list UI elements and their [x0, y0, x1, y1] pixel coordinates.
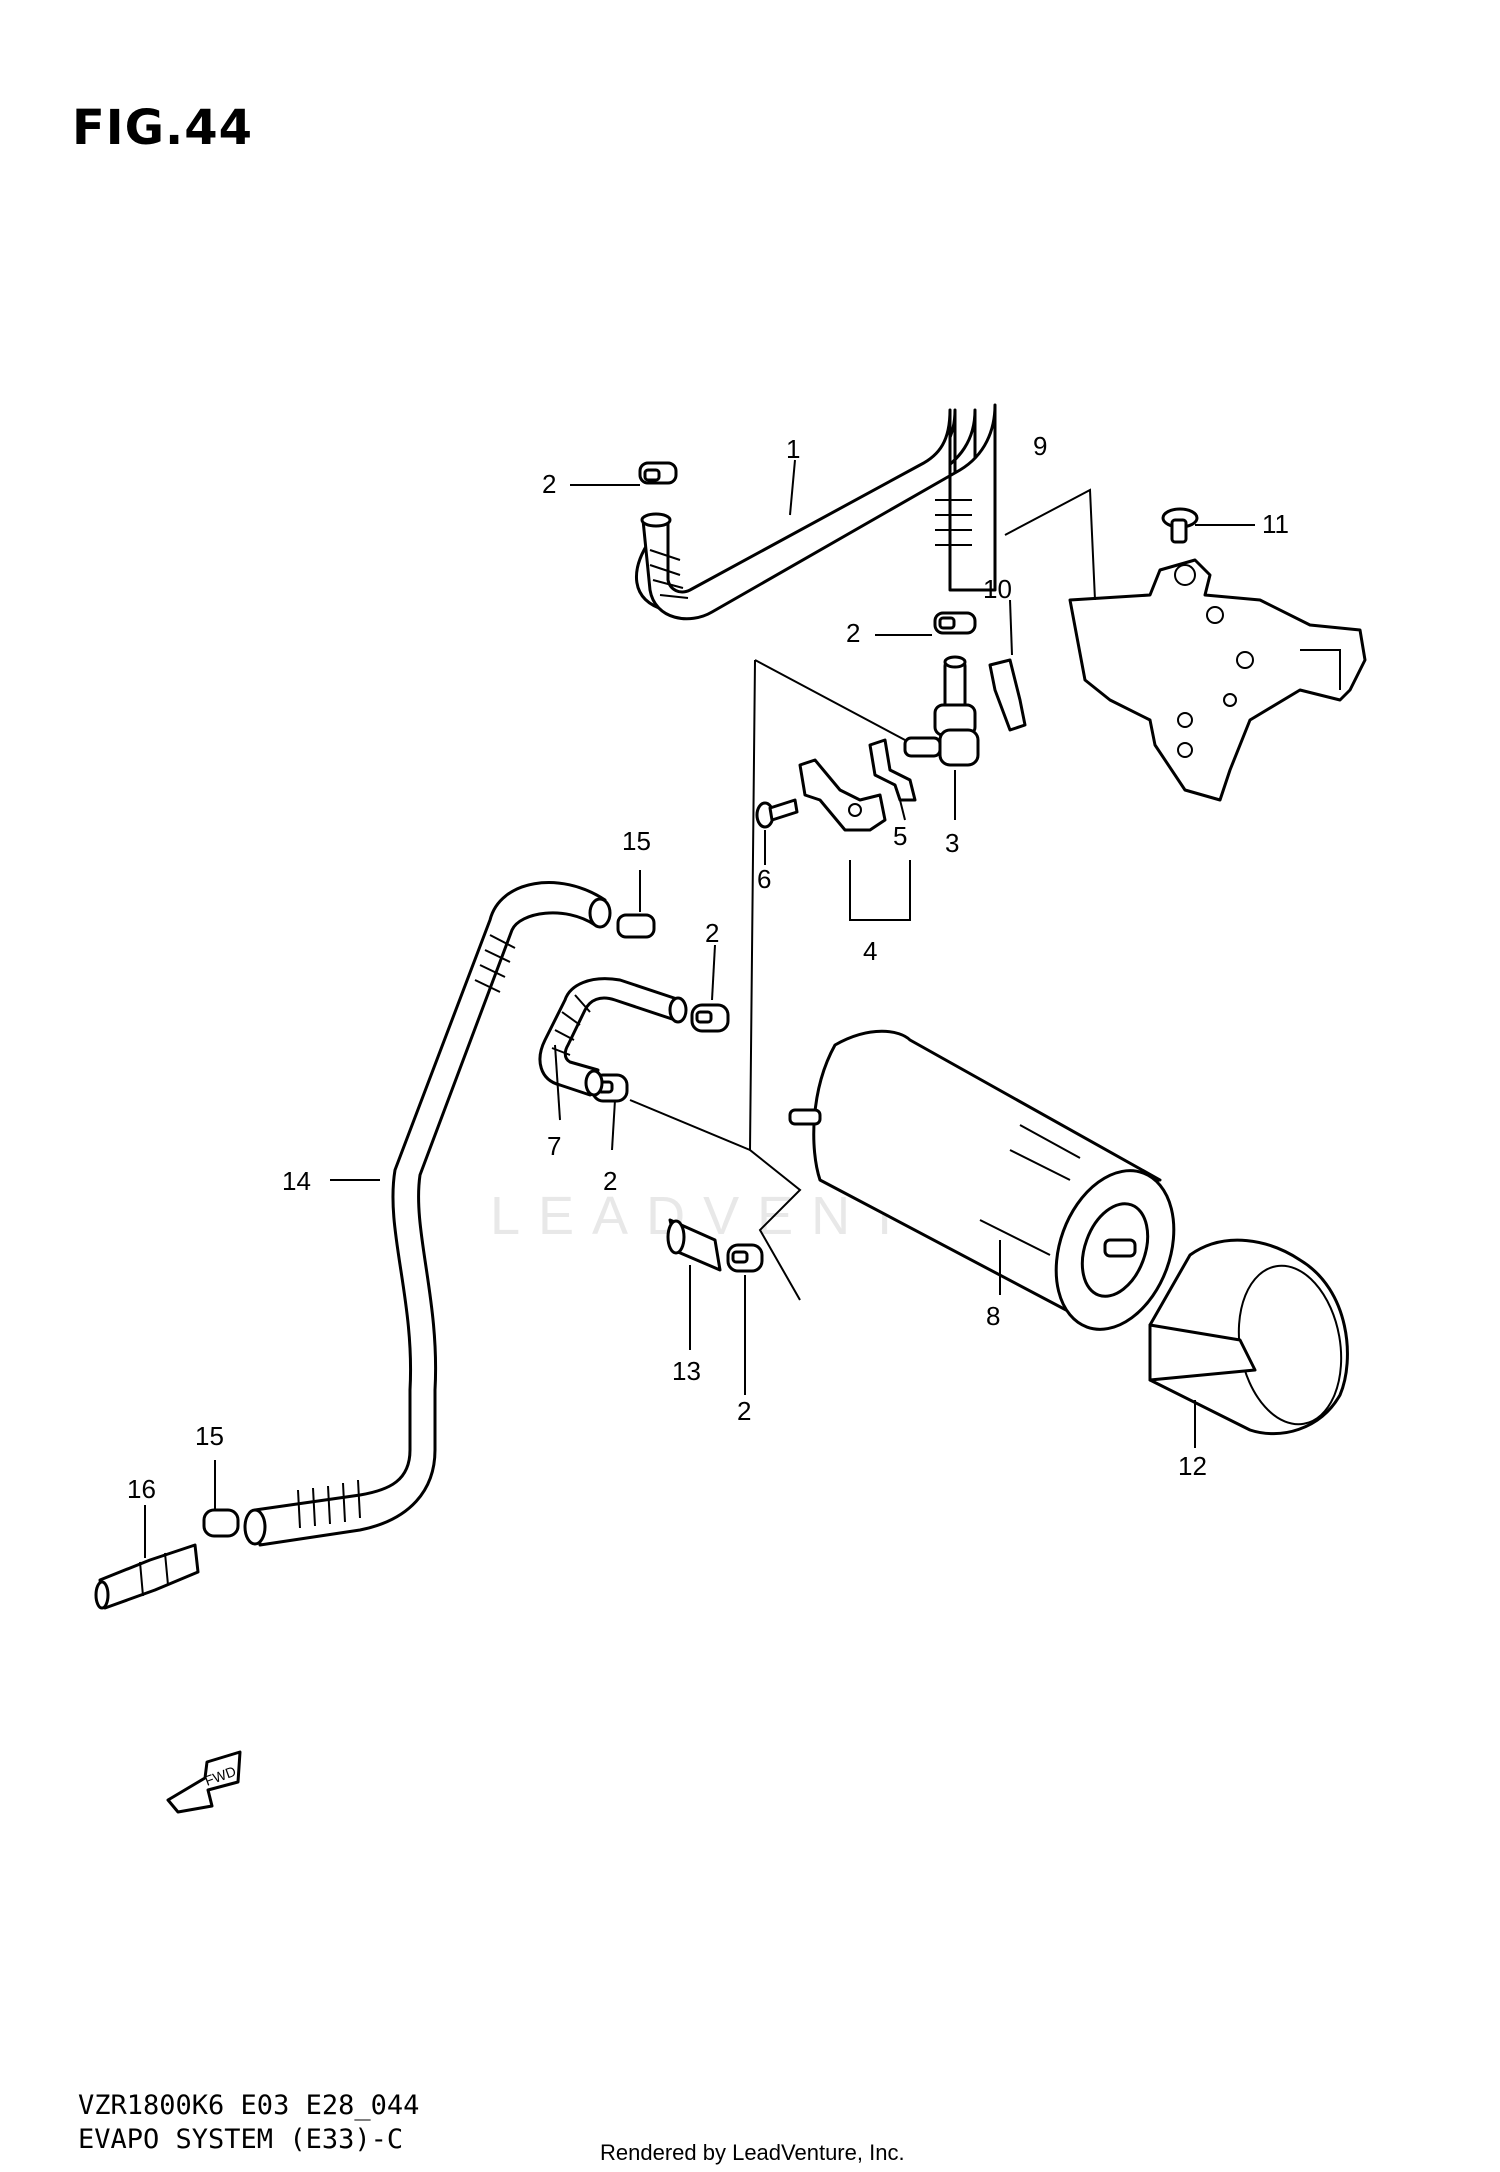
part-16-fitting[interactable]	[94, 1543, 200, 1610]
callout-16: 16	[127, 1474, 156, 1504]
callout-2-top: 2	[542, 469, 556, 499]
part-4-bracket-clip[interactable]	[798, 758, 887, 832]
part-8-canister[interactable]	[788, 1029, 1195, 1346]
part-13-short-tube[interactable]	[666, 1218, 722, 1272]
rendered-by-credit: Rendered by LeadVenture, Inc.	[600, 2140, 905, 2165]
callout-5: 5	[893, 821, 907, 851]
part-2-clamp-top[interactable]	[638, 461, 678, 485]
callout-8: 8	[986, 1301, 1000, 1331]
part-7-elbow-hose[interactable]	[538, 977, 688, 1097]
callout-6: 6	[757, 864, 771, 894]
callout-7: 7	[547, 1131, 561, 1161]
part-2-clamp-bottom[interactable]	[726, 1243, 764, 1273]
callout-13: 13	[672, 1356, 701, 1386]
footer-section-name: EVAPO SYSTEM (E33)-C	[78, 2124, 404, 2155]
callout-9: 9	[1033, 431, 1047, 461]
callout-12: 12	[1178, 1451, 1207, 1481]
callout-10: 10	[983, 574, 1012, 604]
callout-3: 3	[945, 828, 959, 858]
callout-15-lower: 15	[195, 1421, 224, 1451]
part-14-long-hose[interactable]	[243, 881, 612, 1547]
callout-14: 14	[282, 1166, 311, 1196]
callout-4: 4	[863, 936, 877, 966]
part-11-bolt[interactable]	[1161, 507, 1199, 544]
callout-2-mid: 2	[846, 618, 860, 648]
part-9-mounting-bracket[interactable]	[1068, 558, 1367, 802]
callout-15-upper: 15	[622, 826, 651, 856]
leader-lines	[144, 459, 1255, 1558]
break-line	[748, 659, 802, 1301]
part-10-clip[interactable]	[988, 658, 1027, 732]
part-3-valve[interactable]	[903, 655, 980, 767]
part-15-clamp-upper[interactable]	[616, 913, 656, 939]
footer-model-code: VZR1800K6 E03 E28_044	[78, 2090, 420, 2121]
figure-title: FIG.44	[72, 100, 254, 156]
part-15-clamp-lower[interactable]	[202, 1508, 240, 1538]
part-5-clip[interactable]	[868, 738, 917, 802]
callout-2-bottom: 2	[737, 1396, 751, 1426]
part-12-canister-cover[interactable]	[1148, 1238, 1353, 1436]
assembly-line-upper	[754, 659, 906, 741]
callout-11: 11	[1262, 509, 1289, 539]
part-2-clamp-mid[interactable]	[933, 611, 977, 635]
callout-2-left: 2	[705, 918, 719, 948]
callout-1: 1	[786, 434, 800, 464]
callout-2-lower: 2	[603, 1166, 617, 1196]
part-1-upper-hose[interactable]	[635, 403, 997, 621]
forward-arrow-icon: FWD	[166, 1750, 242, 1814]
part-2-clamp-left[interactable]	[690, 1003, 730, 1033]
assembly-line-lower	[629, 1099, 751, 1151]
part-6-screw[interactable]	[755, 798, 799, 829]
